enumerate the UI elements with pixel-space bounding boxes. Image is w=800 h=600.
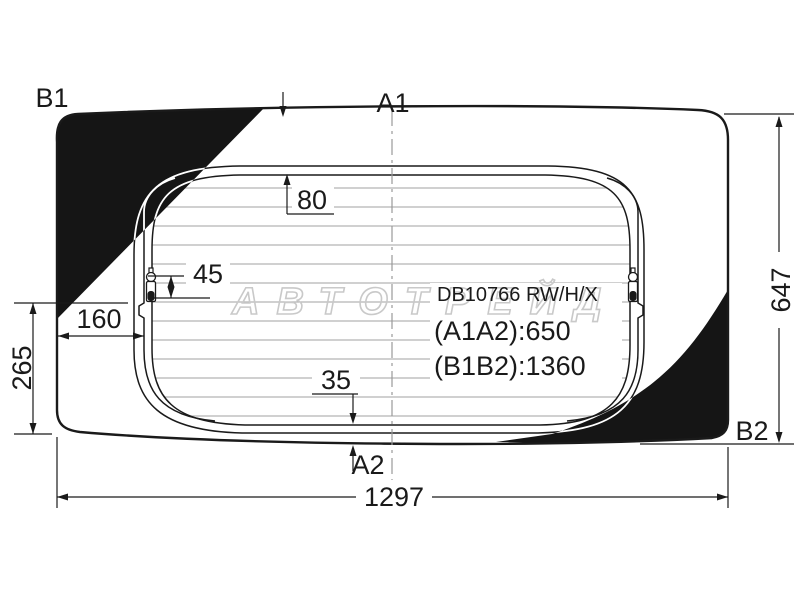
dim-35-value: 35 — [321, 365, 351, 395]
dim-1297-value: 1297 — [364, 482, 424, 512]
dim-265-value: 265 — [7, 345, 37, 390]
dim-647-value: 647 — [766, 267, 796, 312]
dim-160-value: 160 — [76, 304, 121, 334]
label-b2: B2 — [735, 416, 768, 446]
label-a1: A1 — [376, 88, 409, 118]
connector-right — [627, 267, 639, 303]
dimension-265: 265 — [7, 302, 128, 435]
dimension-160: 160 — [58, 304, 144, 340]
a1-pointer — [279, 92, 287, 117]
part-code: DB10766 RW/H/X — [437, 284, 598, 306]
label-b1: B1 — [35, 83, 68, 113]
part-dim-b1b2: (B1B2):1360 — [434, 351, 586, 381]
dimension-647: 647 — [640, 113, 796, 445]
connector-left — [145, 267, 157, 303]
dim-45-value: 45 — [193, 259, 223, 289]
part-info: DB10766 RW/H/X (A1A2):650 (B1B2):1360 — [434, 284, 598, 381]
dimension-35: 35 — [312, 365, 360, 471]
label-a2: A2 — [351, 450, 384, 480]
part-dim-a1a2: (A1A2):650 — [434, 316, 571, 346]
watermark-text: АВТОТРЕЙД — [231, 278, 618, 323]
dim-80-value: 80 — [297, 185, 327, 215]
dimension-1297: 1297 — [56, 437, 729, 512]
part-text-backing — [430, 283, 622, 381]
dimension-80: 80 — [283, 174, 334, 215]
dimension-45: 45 — [148, 259, 230, 299]
